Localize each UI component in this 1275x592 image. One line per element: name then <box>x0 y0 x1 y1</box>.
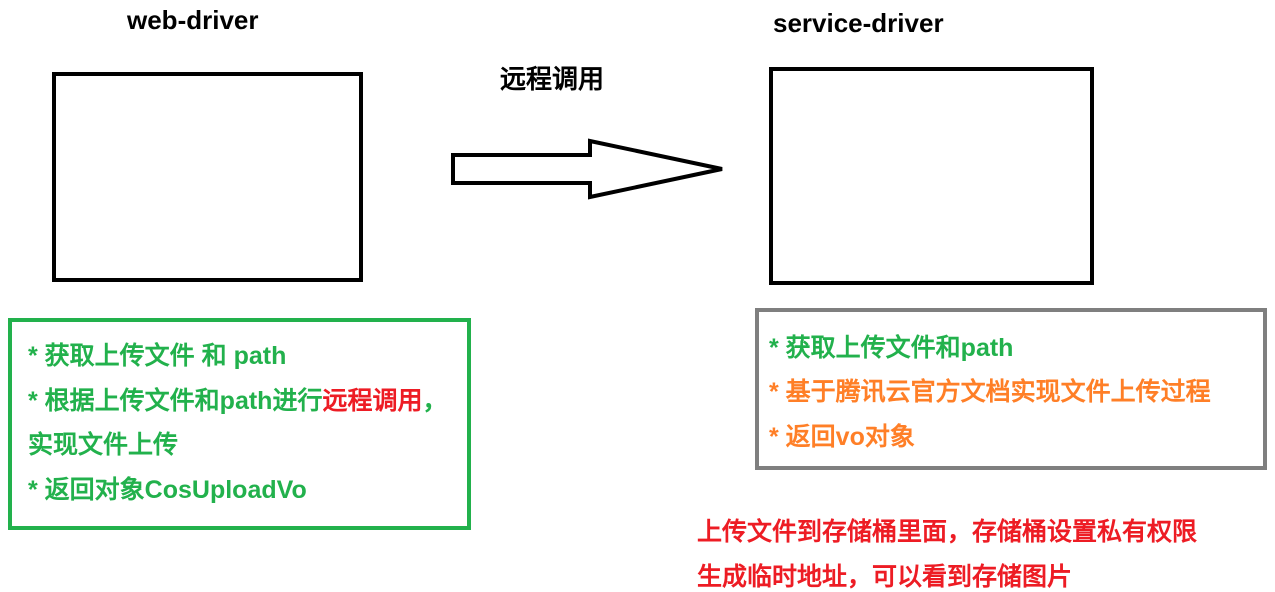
storage-note-line1: 上传文件到存储桶里面，存储桶设置私有权限 <box>697 518 1198 546</box>
web-note-remote-call-highlight: 远程调用 <box>322 387 423 415</box>
service-driver-title: service-driver <box>773 8 944 38</box>
web-driver-title: web-driver <box>127 5 259 35</box>
service-driver-box <box>769 67 1094 285</box>
service-note-tencent-upload: * 基于腾讯云官方文档实现文件上传过程 <box>769 378 1211 406</box>
service-note-return-vo: * 返回vo对象 <box>769 423 915 451</box>
web-note-remote-call: * 根据上传文件和path进行远程调用， <box>28 387 447 415</box>
service-note-get-file: * 获取上传文件和path <box>769 334 1014 362</box>
remote-call-label: 远程调用 <box>500 64 605 94</box>
web-note-remote-call-suffix: ， <box>422 387 448 415</box>
arrow-shape <box>451 138 723 200</box>
web-note-remote-call-prefix: * 根据上传文件和path进行 <box>28 387 323 415</box>
remote-call-arrow <box>451 138 723 200</box>
storage-note-line2: 生成临时地址，可以看到存储图片 <box>697 563 1073 591</box>
web-note-return: * 返回对象CosUploadVo <box>28 476 307 504</box>
web-driver-box <box>52 72 363 282</box>
service-driver-notes-box <box>755 308 1267 470</box>
web-note-get-file: * 获取上传文件 和 path <box>28 342 287 370</box>
web-driver-notes-box <box>8 318 471 530</box>
web-note-upload: 实现文件上传 <box>28 431 179 459</box>
